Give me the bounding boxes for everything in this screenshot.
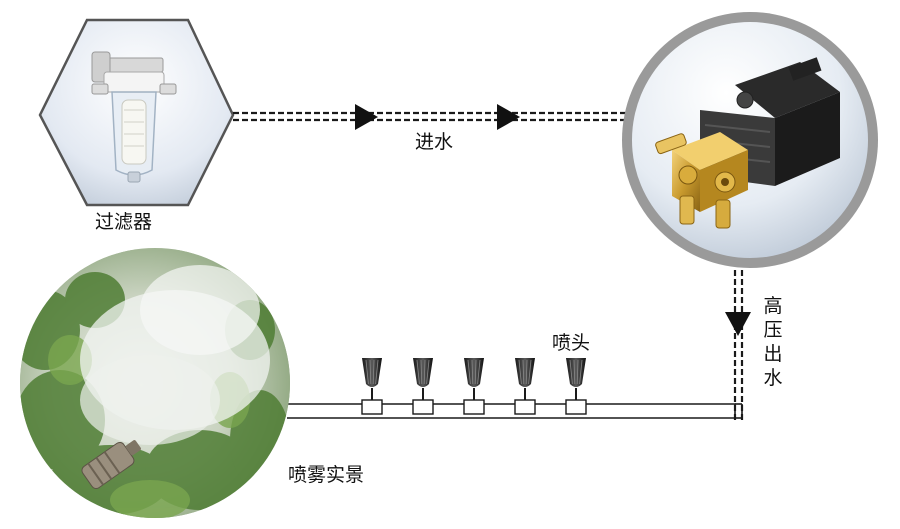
nozzle-icon [565, 358, 587, 415]
filter-node [38, 18, 235, 207]
flow-arrow-icon [497, 104, 520, 130]
outlet-label-char: 高 [763, 295, 783, 317]
outlet-label-char: 出 [763, 343, 783, 365]
nozzles-label: 喷头 [552, 332, 591, 354]
flow-arrow-icon [725, 312, 751, 336]
outlet-label-char: 压 [763, 319, 783, 341]
pump-node [622, 12, 878, 268]
outlet-label-char: 水 [763, 367, 783, 389]
filter-label: 过滤器 [95, 211, 153, 233]
outlet-pipe [725, 270, 751, 420]
nozzle-icon [514, 358, 536, 415]
misting-scene-photo [20, 250, 290, 518]
nozzle-icon [463, 358, 485, 415]
inlet-pipe [233, 104, 626, 130]
water-filter-icon [91, 51, 177, 183]
nozzle-manifold [287, 358, 743, 419]
inlet-label: 进水 [415, 131, 454, 153]
scene-label: 喷雾实景 [288, 464, 365, 486]
outlet-label: 高 压 出 水 [762, 294, 784, 390]
nozzle-icon [361, 358, 383, 415]
flow-arrow-icon [355, 104, 378, 130]
scene-node [20, 248, 290, 518]
nozzle-icon [412, 358, 434, 415]
high-pressure-pump-icon [655, 57, 840, 229]
